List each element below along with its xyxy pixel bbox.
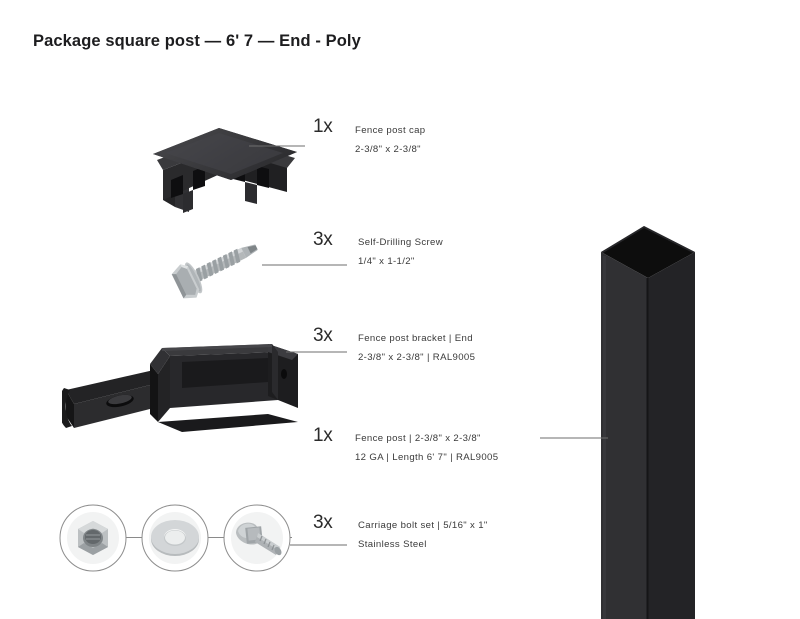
hex-nut-icon (58, 503, 128, 573)
qty-fence-post-bracket: 3x (313, 325, 333, 346)
fence-post-bracket-illustration (58, 322, 312, 442)
desc-fence-post-line2: 12 GA | Length 6' 7" | RAL9005 (355, 452, 499, 463)
flat-washer-icon (140, 503, 210, 573)
desc-fence-post-bracket-line2: 2-3/8" x 2-3/8" | RAL9005 (358, 352, 476, 363)
fence-post-illustration (596, 222, 700, 619)
desc-fence-post-cap-line1: Fence post cap (355, 125, 426, 136)
qty-carriage-bolt-set: 3x (313, 512, 333, 533)
carriage-bolt-icon (222, 503, 292, 573)
desc-carriage-bolt-set-line1: Carriage bolt set | 5/16" x 1" (358, 520, 488, 531)
qty-fence-post-cap: 1x (313, 116, 333, 137)
desc-self-drilling-screw-line2: 1/4" x 1-1/2" (358, 256, 415, 267)
desc-fence-post-line1: Fence post | 2-3/8" x 2-3/8" (355, 433, 481, 444)
page-title: Package square post — 6' 7 — End - Poly (33, 32, 361, 50)
desc-self-drilling-screw-line1: Self-Drilling Screw (358, 237, 444, 248)
qty-self-drilling-screw: 3x (313, 229, 333, 250)
fence-post-cap-illustration (145, 108, 310, 213)
desc-carriage-bolt-set-line2: Stainless Steel (358, 539, 427, 550)
desc-fence-post-bracket-line1: Fence post bracket | End (358, 333, 473, 344)
qty-fence-post: 1x (313, 425, 333, 446)
self-drilling-screw-illustration (152, 232, 272, 308)
desc-fence-post-cap-line2: 2-3/8" x 2-3/8" (355, 144, 421, 155)
